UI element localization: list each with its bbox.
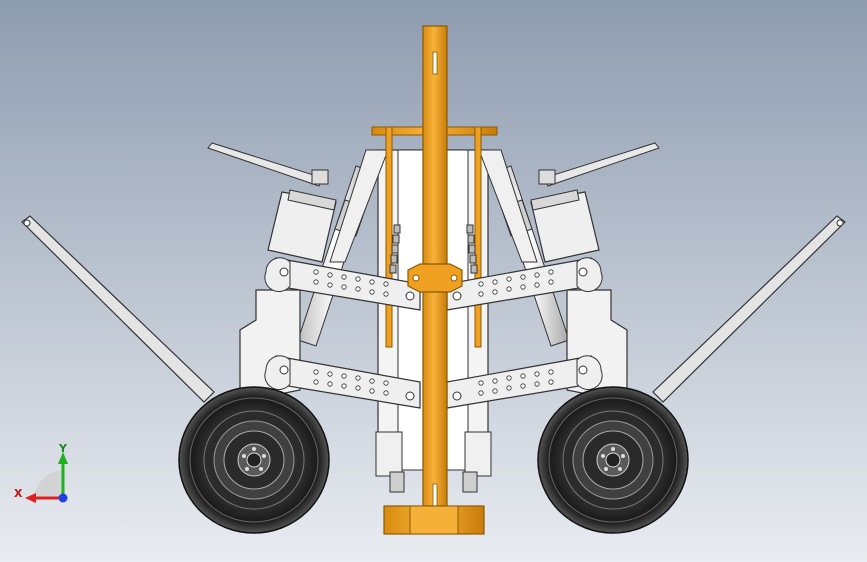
right-chain — [466, 224, 478, 274]
axis-x-label: X — [14, 487, 23, 500]
right-upper-arm — [446, 257, 603, 311]
right-outrigger-strut — [652, 215, 846, 403]
right-actuator-motor — [530, 189, 600, 263]
left-outrigger-strut — [21, 215, 215, 403]
axis-y-label: Y — [58, 442, 68, 455]
left-upper-arm — [264, 257, 421, 311]
left-lower-arm — [264, 355, 421, 409]
base-foot — [383, 505, 485, 535]
right-lower-bracket — [462, 431, 492, 493]
right-handle-rod — [538, 142, 660, 187]
left-handle-rod — [207, 142, 329, 187]
left-wheel — [178, 386, 330, 534]
left-actuator-motor — [267, 189, 337, 263]
right-wheel — [537, 386, 689, 534]
coordinate-triad-icon: Y X — [14, 442, 68, 503]
center-mast — [407, 25, 463, 507]
left-chain — [389, 224, 401, 274]
left-lower-bracket — [375, 431, 405, 493]
